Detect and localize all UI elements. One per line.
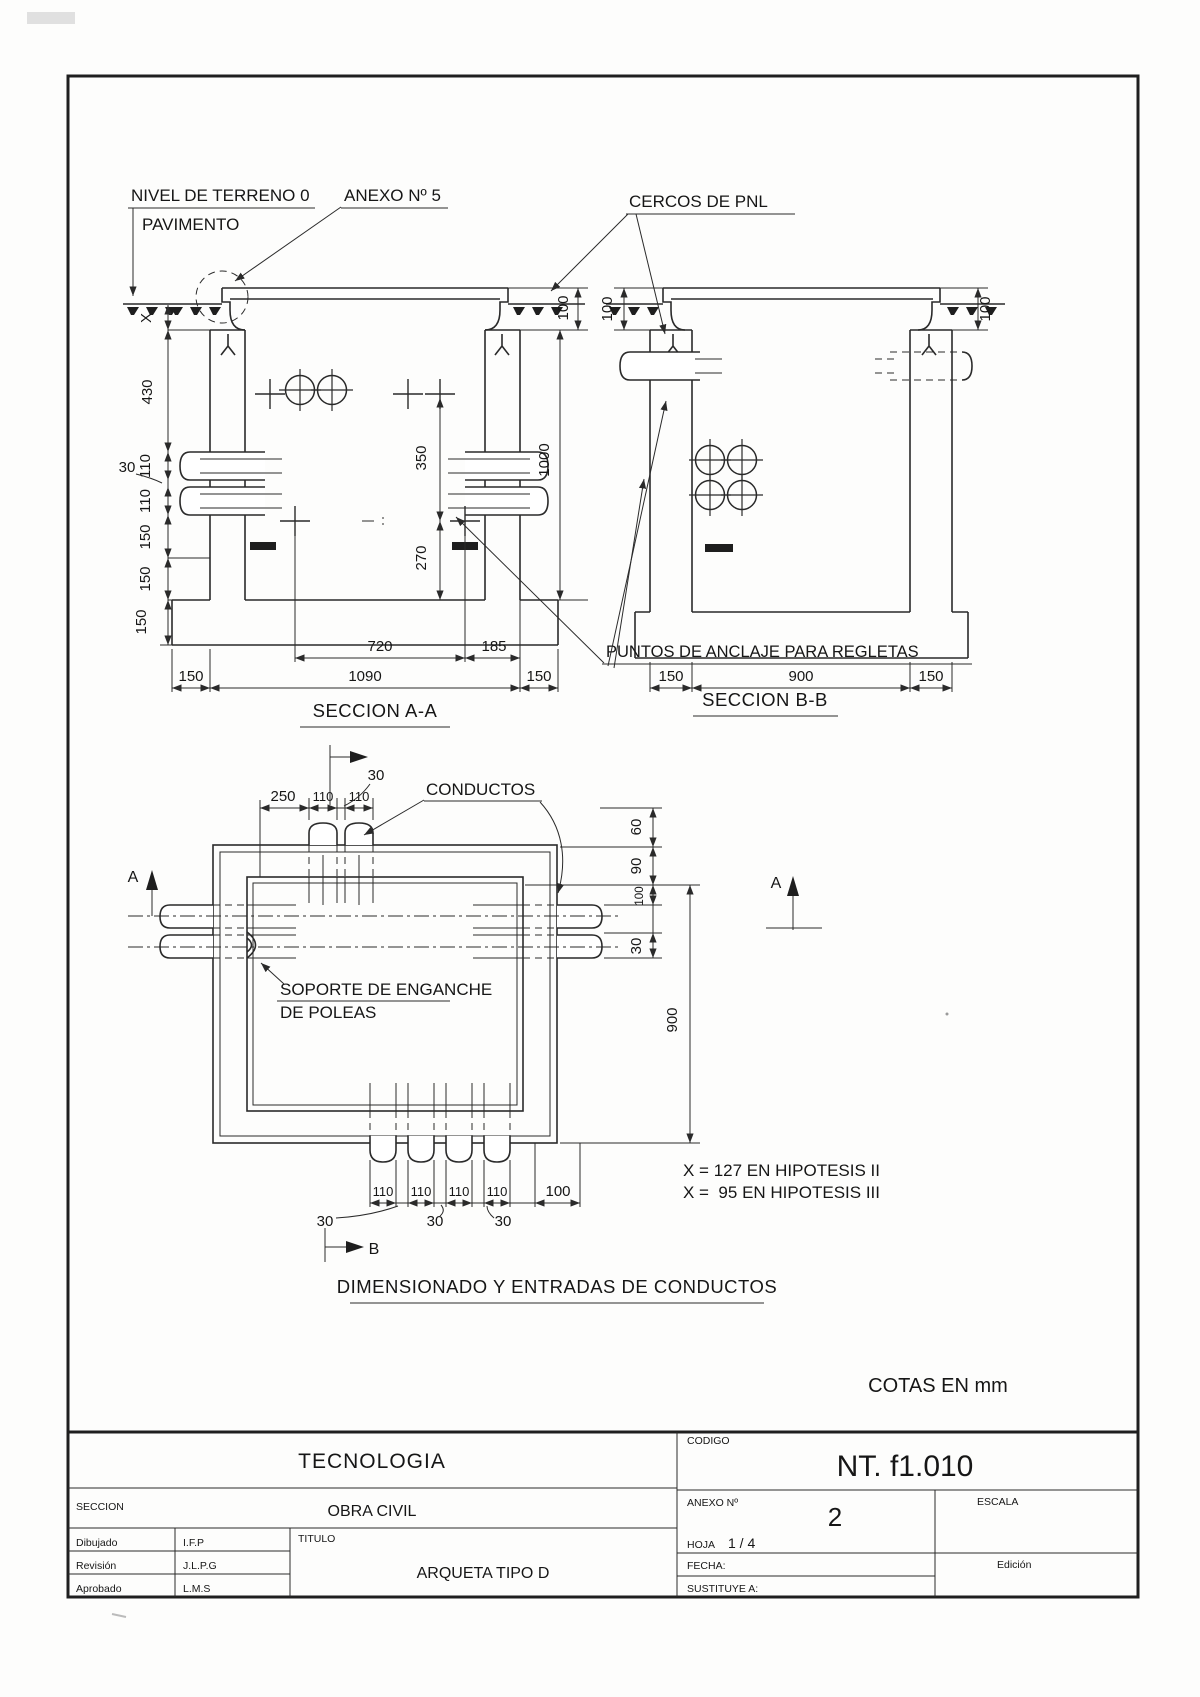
dim-100: 100 [555, 295, 572, 320]
cut-a-left-label: A [128, 869, 139, 886]
dim-90: 90 [628, 858, 645, 875]
revision-label: Revisión [76, 1560, 116, 1572]
codigo-label: CODIGO [687, 1435, 730, 1447]
dim-x: X [138, 313, 155, 323]
dim-185: 185 [481, 638, 506, 655]
seccion-label: SECCION [76, 1501, 124, 1513]
dim-30-bot1: 30 [317, 1213, 334, 1230]
dim-110b: 110 [137, 489, 154, 513]
dibujado-label: Dibujado [76, 1537, 118, 1549]
dim-150-left: 150 [658, 668, 683, 685]
dibujado-value: I.F.P [183, 1537, 204, 1549]
plan-notes: CONDUCTOS A A SOPORTE DE ENGANCHE DE POL… [128, 780, 1008, 1397]
dim-100-right: 100 [634, 886, 646, 905]
dim-110-bot2: 110 [411, 1184, 432, 1199]
dim-30-top: 30 [368, 767, 385, 784]
dim-150-right: 150 [526, 668, 551, 685]
dim-30: 30 [119, 459, 136, 476]
soporte-label-1: SOPORTE DE ENGANCHE [280, 980, 492, 999]
dim-1090: 1090 [348, 668, 381, 685]
dim-110-bot3: 110 [449, 1184, 470, 1199]
section-aa-view [123, 270, 585, 646]
section-bb-title: SECCION B-B [702, 689, 828, 710]
scan-mark [111, 1613, 127, 1618]
anexo-label: ANEXO Nº [687, 1497, 738, 1509]
dim-720: 720 [367, 638, 392, 655]
scan-smudge [27, 12, 75, 24]
title-block: TECNOLOGIA SECCION OBRA CIVIL Dibujado I… [68, 1430, 1138, 1599]
pavimento-label: PAVIMENTO [142, 215, 239, 234]
plan-view [128, 798, 618, 1163]
revision-value: J.L.P.G [183, 1560, 217, 1572]
detail-circle [195, 270, 249, 324]
cercos-pnl-label: CERCOS DE PNL [629, 192, 768, 211]
anexo-5-label: ANEXO Nº 5 [344, 186, 441, 205]
dim-150-right: 150 [918, 668, 943, 685]
anexo-value: 2 [828, 1502, 842, 1532]
anchor-plate [250, 542, 276, 550]
section-bb-dimensions: 100 100 150 900 150 [599, 287, 994, 692]
dim-100-left: 100 [599, 296, 616, 321]
section-aa-title: SECCION A-A [313, 700, 438, 721]
section-bb-view [606, 287, 1005, 659]
soporte-label-2: DE POLEAS [280, 1003, 376, 1022]
section-bb-notes: CERCOS DE PNL PUNTOS DE ANCLAJE PARA REG… [455, 192, 972, 717]
titulo-label: TITULO [298, 1533, 335, 1545]
dim-100-right: 100 [977, 296, 994, 321]
dim-350: 350 [413, 445, 430, 470]
titulo-value: ARQUETA TIPO D [417, 1565, 550, 1582]
plan-title: DIMENSIONADO Y ENTRADAS DE CONDUCTOS [337, 1276, 777, 1297]
cut-b-label: B [369, 1241, 380, 1258]
sustituye-label: SUSTITUYE A: [687, 1583, 758, 1595]
cotas-note: COTAS EN mm [868, 1375, 1008, 1397]
cut-a-right-label: A [771, 875, 782, 892]
seccion-value: OBRA CIVIL [328, 1503, 417, 1520]
dim-250: 250 [270, 788, 295, 805]
org-name: TECNOLOGIA [298, 1450, 446, 1473]
nivel-terreno-label: NIVEL DE TERRENO 0 [131, 186, 310, 205]
dim-430: 430 [139, 379, 156, 404]
hoja-value: 1 / 4 [728, 1535, 755, 1551]
anchor-plate [705, 544, 733, 552]
codigo-value: NT. f1.010 [837, 1450, 974, 1483]
dim-110-bot1: 110 [373, 1184, 394, 1199]
fecha-label: FECHA: [687, 1560, 726, 1572]
dim-100-bot: 100 [545, 1183, 570, 1200]
dim-900: 900 [788, 668, 813, 685]
dim-900: 900 [664, 1007, 681, 1032]
conductos-label: CONDUCTOS [426, 780, 535, 799]
dim-110-bot4: 110 [487, 1184, 508, 1199]
dim-60: 60 [628, 819, 645, 836]
dim-30-bot3: 30 [495, 1213, 512, 1230]
section-aa-dimensions: X 430 110 110 30 150 150 150 350 270 100… [119, 287, 588, 692]
dim-1000: 1000 [536, 443, 553, 476]
dim-30-bot2: 30 [427, 1213, 444, 1230]
scan-dot [945, 1012, 949, 1016]
dim-150c: 150 [133, 609, 150, 634]
dim-110a: 110 [137, 454, 154, 478]
dim-150b: 150 [137, 566, 154, 591]
dim-150-left: 150 [178, 668, 203, 685]
edicion-label: Edición [997, 1559, 1032, 1571]
dim-30-right: 30 [628, 938, 645, 955]
puntos-anclaje-label: PUNTOS DE ANCLAJE PARA REGLETAS [606, 643, 919, 661]
section-aa-notes: NIVEL DE TERRENO 0 PAVIMENTO ANEXO Nº 5 … [128, 186, 450, 728]
hoja-label: HOJA [687, 1539, 715, 1551]
aprobado-label: Aprobado [76, 1583, 122, 1595]
dim-110-top1: 110 [313, 789, 334, 804]
dim-150a: 150 [137, 524, 154, 549]
dim-270: 270 [413, 545, 430, 570]
escala-label: ESCALA [977, 1496, 1018, 1508]
hipotesis-note-2: X = 95 EN HIPOTESIS III [683, 1183, 880, 1202]
plan-dimensions: 250 110 110 30 60 90 100 30 900 110 [260, 745, 700, 1230]
aprobado-value: L.M.S [183, 1583, 210, 1595]
hipotesis-note-1: X = 127 EN HIPOTESIS II [683, 1161, 880, 1180]
pulley-hook [246, 931, 257, 959]
